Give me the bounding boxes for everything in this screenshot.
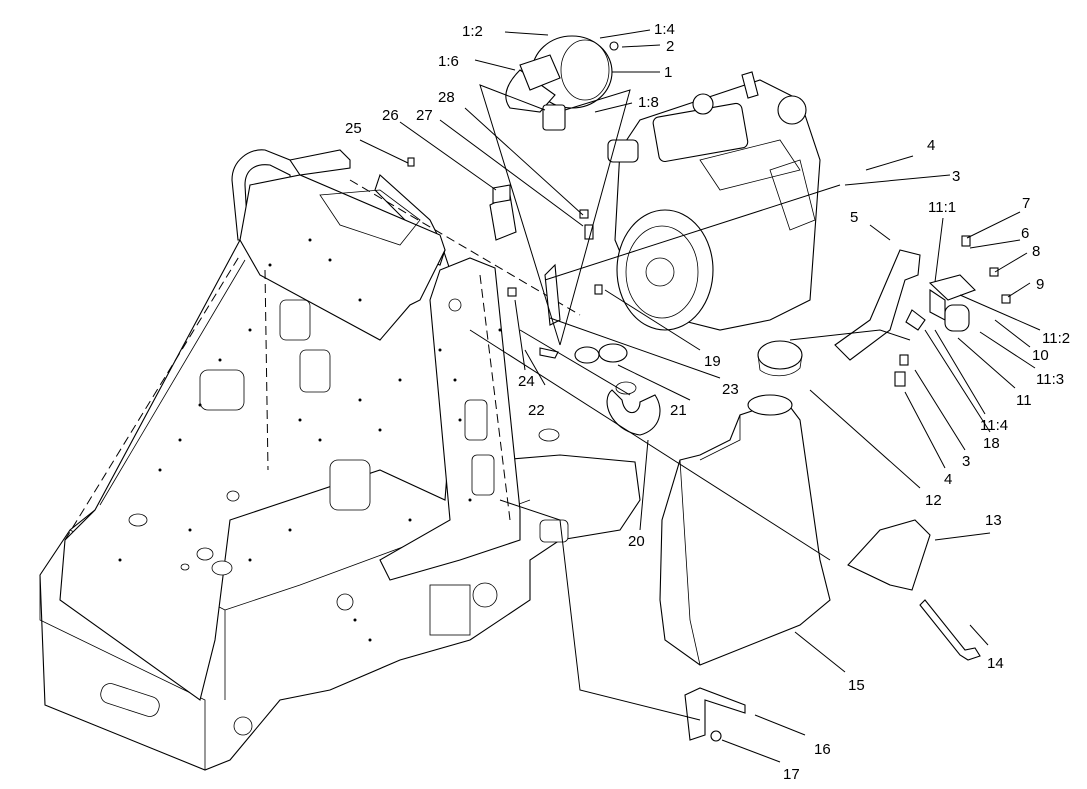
callout-24: 24: [518, 373, 535, 390]
frame-rivets: [118, 238, 502, 642]
tank-strap-bracket: [684, 687, 746, 742]
callout-27: 27: [416, 107, 433, 124]
callout-11-4: 11:4: [980, 417, 1008, 434]
callout-26: 26: [382, 107, 399, 124]
callout-5: 5: [850, 209, 858, 226]
fuel-tank: [659, 340, 831, 666]
callout-2: 2: [666, 38, 674, 55]
callout-1-2: 1:2: [462, 23, 483, 40]
callout-11: 11: [1016, 392, 1032, 409]
callout-labels: 1:2 1:4 2 1:6 1 28 1:8 26 27 25 4 3 11:1…: [345, 21, 1070, 783]
callout-7: 7: [1022, 195, 1030, 212]
shield-bracket: [847, 519, 981, 661]
callout-16: 16: [814, 741, 831, 758]
callout-4-upper: 4: [927, 137, 935, 154]
callout-1-8: 1:8: [638, 94, 659, 111]
callout-12: 12: [925, 492, 942, 509]
callout-1: 1: [664, 64, 672, 81]
callout-9: 9: [1036, 276, 1044, 293]
callout-21: 21: [670, 402, 687, 419]
callout-11-2: 11:2: [1042, 330, 1070, 347]
callout-3-upper: 3: [952, 168, 960, 185]
callout-20: 20: [628, 533, 645, 550]
callout-11-3: 11:3: [1036, 371, 1064, 388]
callout-14: 14: [987, 655, 1004, 672]
callout-17: 17: [783, 766, 800, 783]
callout-15: 15: [848, 677, 865, 694]
callout-6: 6: [1021, 225, 1029, 242]
callout-4-lower: 4: [944, 471, 952, 488]
callout-25: 25: [345, 120, 362, 137]
fuel-filter-assembly: [834, 235, 1011, 387]
callout-10: 10: [1032, 347, 1049, 364]
callout-13: 13: [985, 512, 1002, 529]
callout-11-1: 11:1: [928, 199, 956, 216]
air-cleaner: [505, 35, 619, 131]
callout-1-4: 1:4: [654, 21, 675, 38]
leader-lines: [359, 29, 1041, 763]
callout-18: 18: [983, 435, 1000, 452]
callout-1-6: 1:6: [438, 53, 459, 70]
callout-28: 28: [438, 89, 455, 106]
callout-23: 23: [722, 381, 739, 398]
engine: [607, 71, 821, 331]
callout-3-lower: 3: [962, 453, 970, 470]
main-frame: [39, 149, 641, 771]
callout-8: 8: [1032, 243, 1040, 260]
assembly-lines: [469, 84, 911, 721]
callout-19: 19: [704, 353, 721, 370]
callout-22: 22: [528, 402, 545, 419]
